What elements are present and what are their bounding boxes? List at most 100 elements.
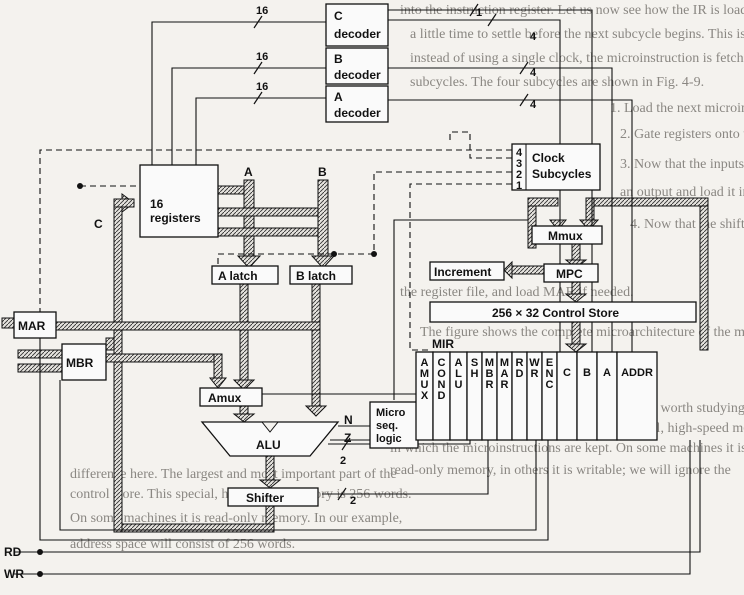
mir-field-wr-char: W <box>529 357 540 369</box>
a-latch-label: A latch <box>218 269 258 283</box>
mmux: Mmux <box>531 225 603 245</box>
n-label: N <box>344 413 353 427</box>
mbr-to-amux <box>105 353 223 363</box>
rd-label: RD <box>4 545 22 559</box>
bg-line: The figure shows the complete microarchi… <box>420 325 744 340</box>
clock-2-line <box>373 171 512 254</box>
bg-line: an output and load it into the latches. <box>620 185 744 200</box>
mir-field-cond-char: C <box>438 357 446 369</box>
mseq-label-2: seq. <box>376 420 398 432</box>
junction-dot <box>77 183 83 189</box>
mir-field-enc: ENC <box>541 351 558 441</box>
mmux-label: Mmux <box>548 229 583 243</box>
addr-loop-top <box>585 197 709 207</box>
width-slash <box>253 61 263 75</box>
mir-field-sh: SH <box>466 351 483 441</box>
width-slash <box>519 93 529 107</box>
width-label: 4 <box>530 99 537 111</box>
b-latch: B latch <box>289 265 353 285</box>
mbr-ctrl <box>59 380 537 531</box>
bg-line: in which the microinstructions are kept.… <box>390 441 744 456</box>
b-decoder: B decoder <box>325 47 389 85</box>
mir-field-a: A <box>596 351 618 441</box>
a-bus-label: A <box>244 165 253 179</box>
c-to-mbr <box>105 337 115 351</box>
mar-ctrl <box>39 338 549 541</box>
bg-line: a little time to settle before the next … <box>410 27 744 42</box>
mbr-to-amux-down <box>213 353 223 381</box>
junction-dot <box>331 251 337 257</box>
alu-b-arrow <box>304 405 328 417</box>
mir-field-b-label: B <box>583 367 591 379</box>
bg-line: subcycles. The four subcycles are shown … <box>410 75 704 90</box>
shift-ctrl <box>322 440 489 495</box>
clock-label-1: Clock <box>532 151 565 165</box>
control-store: 256 × 32 Control Store <box>429 301 697 323</box>
width-label: 16 <box>256 5 268 17</box>
c-bus-to-reg <box>113 198 135 208</box>
mar-label: MAR <box>18 319 46 333</box>
mir-field-alu-char: U <box>455 379 463 391</box>
wr-line <box>14 440 691 575</box>
mir-field-mbr-char: R <box>486 379 494 391</box>
junction-dot <box>371 251 377 257</box>
mbr-label: MBR <box>66 356 94 370</box>
b-dec-out <box>171 67 326 165</box>
mir-field-mbr: MBR <box>481 351 498 441</box>
alu-label: ALU <box>256 438 281 452</box>
clock-line-3: 3 <box>516 158 522 170</box>
mpc-to-inc <box>509 265 545 275</box>
mir-field-alu-char: A <box>455 357 463 369</box>
blatch-to-alu <box>311 283 321 409</box>
b-decoder-label-2: decoder <box>334 68 381 82</box>
bg-line: instead of using a single clock, the mic… <box>410 51 744 66</box>
mseq-label-3: logic <box>376 433 402 445</box>
clock-4-line <box>39 149 512 316</box>
mir-field-enc-char: C <box>546 379 554 391</box>
z-label: Z <box>344 431 351 445</box>
width-slash <box>253 91 263 105</box>
mir-field-wr-char: R <box>531 368 539 380</box>
mir-field-amux-char: A <box>421 357 429 369</box>
mpc: MPC <box>543 263 599 283</box>
a-decoder-label-2: decoder <box>334 106 381 120</box>
a-dec-out <box>195 97 326 165</box>
bg-line: address space will consist of 256 words. <box>70 537 295 552</box>
width-slash <box>341 437 351 451</box>
a-latch: A latch <box>211 265 279 285</box>
junction-dot <box>37 571 43 577</box>
cs-arrow <box>564 293 588 303</box>
b-latch-label: B latch <box>296 269 336 283</box>
addr-loop-down <box>585 197 595 223</box>
alu-a-arrow <box>232 413 256 423</box>
alu: ALU <box>200 421 340 457</box>
mir-field-amux-char: U <box>421 379 429 391</box>
mmux-to-mpc <box>571 243 581 263</box>
mir-field-a-label: A <box>603 367 611 379</box>
clock-1-line <box>409 183 512 351</box>
cs-to-mir <box>571 321 581 347</box>
mmux-in-arrow <box>548 219 568 231</box>
c-bus-label: C <box>94 217 103 231</box>
mir-field-rd-char: D <box>516 368 524 380</box>
c-dec-out <box>151 21 326 165</box>
amux-arrow <box>232 379 256 391</box>
mar: MAR <box>13 311 57 339</box>
bg-line: 1. Load the next microinstruction into M… <box>610 101 744 116</box>
clock-to-latch <box>217 253 374 266</box>
mpc-label: MPC <box>556 267 583 281</box>
clock-line-2: 2 <box>516 169 522 181</box>
mir-field-mbr-char: M <box>485 357 494 369</box>
mbr: MBR <box>61 343 107 381</box>
background-text: into the instruction register. Let us no… <box>70 3 744 552</box>
mir-b-to-bdec <box>388 67 613 356</box>
c-decoder: C decoder <box>325 3 389 47</box>
bg-line: 4. Now that the shifter output is stable… <box>630 217 744 232</box>
shifter-arrow <box>258 479 282 489</box>
blatch-to-mar <box>55 321 321 331</box>
clock-line-1: 1 <box>516 180 522 192</box>
mir-field-amux-char: M <box>420 368 429 380</box>
mir-field-rd-char: R <box>516 357 524 369</box>
